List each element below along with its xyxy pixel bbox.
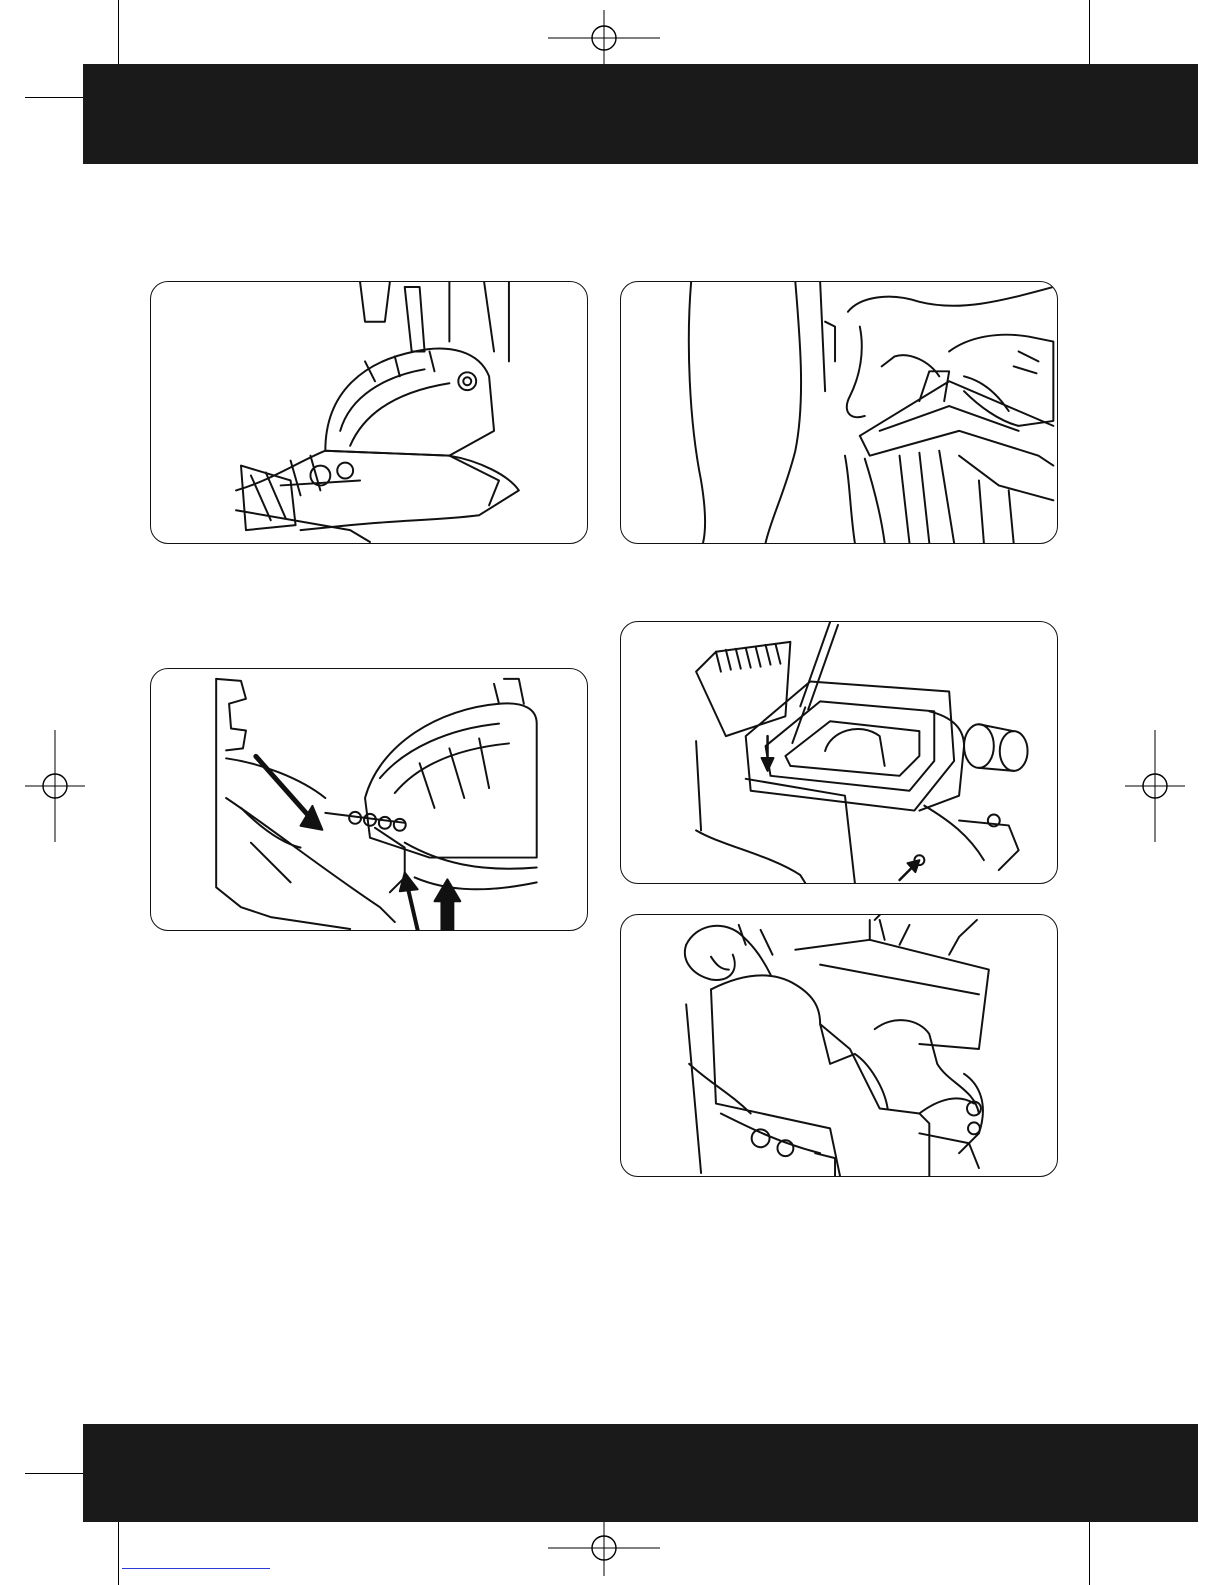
crop-mark [118, 0, 119, 64]
registration-mark-top [548, 10, 660, 66]
brushroll-lift-arrows-icon [151, 669, 587, 930]
registration-mark-left [25, 730, 85, 842]
vacuum-belt-cover-removal-icon [151, 282, 587, 543]
crop-mark [25, 1473, 83, 1474]
footer-band [83, 1424, 1198, 1522]
crop-mark [118, 1522, 119, 1585]
header-band [83, 64, 1198, 164]
hand-removing-nozzle-cover-icon [621, 915, 1057, 1176]
crop-mark [25, 97, 83, 98]
figure-lift-brushroll [150, 668, 588, 931]
crop-mark [1089, 1522, 1090, 1585]
screwdriver-cover-icon [621, 622, 1057, 883]
registration-mark-bottom [548, 1520, 660, 1576]
figure-remove-nozzle-cover [620, 914, 1058, 1177]
figure-unscrew-cover [620, 621, 1058, 884]
hand-lifting-cover-icon [621, 282, 1057, 543]
figure-remove-belt-cover [150, 281, 588, 544]
crop-mark [1089, 0, 1090, 64]
page-link-underline [122, 1568, 270, 1569]
figure-lift-belt-cover [620, 281, 1058, 544]
registration-mark-right [1125, 730, 1185, 842]
